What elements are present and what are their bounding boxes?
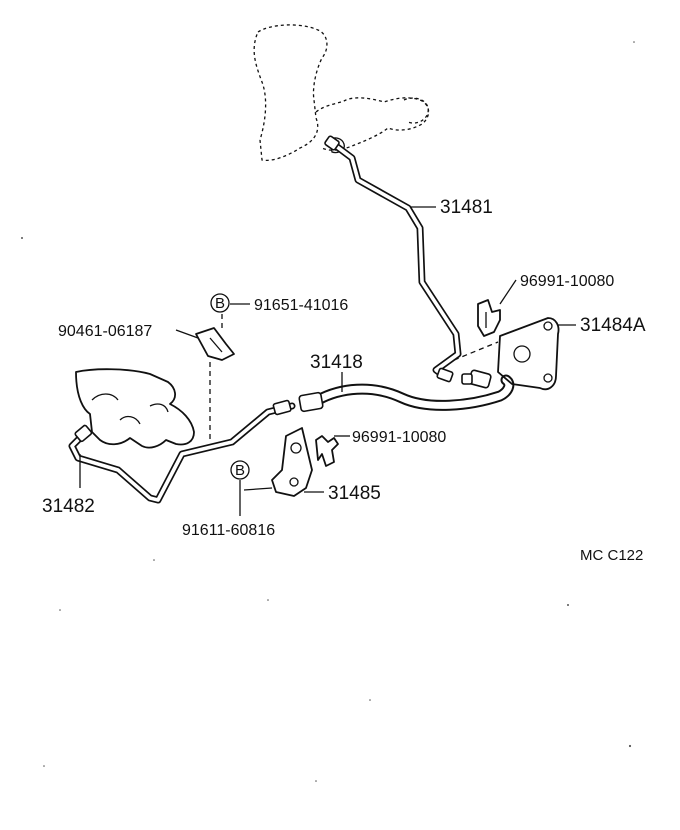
bracket-31484A [453,317,560,391]
label-96991-top: 96991-10080 [520,273,614,290]
label-31484A: 31484A [580,315,646,336]
clamp-90461 [195,314,235,440]
reference-code: MC C122 [580,547,643,564]
label-31482: 31482 [42,496,95,517]
clip-96991-top [477,299,501,337]
label-31485: 31485 [328,483,381,504]
scan-specks [21,41,635,782]
label-91611: 91611-60816 [182,522,275,539]
clip-96991-mid [315,435,339,467]
release-cylinder-housing [75,368,195,449]
bolt-marker-upper: B [210,293,230,313]
label-31418: 31418 [310,352,363,373]
leader-lines [79,206,576,516]
svg-text:B: B [215,295,225,312]
label-96991-mid: 96991-10080 [352,429,446,446]
bracket-31485 [271,427,313,497]
clutch-hose-31418 [298,369,515,413]
label-90461: 90461-06187 [58,323,152,340]
svg-text:B: B [235,462,245,479]
master-cylinder-reservoir [253,24,430,162]
label-91651: 91651-41016 [254,297,348,314]
clutch-tube-31482 [68,399,296,504]
bolt-marker-lower: B [230,460,250,480]
clutch-tube-31481 [324,135,462,383]
label-31481: 31481 [440,197,493,218]
